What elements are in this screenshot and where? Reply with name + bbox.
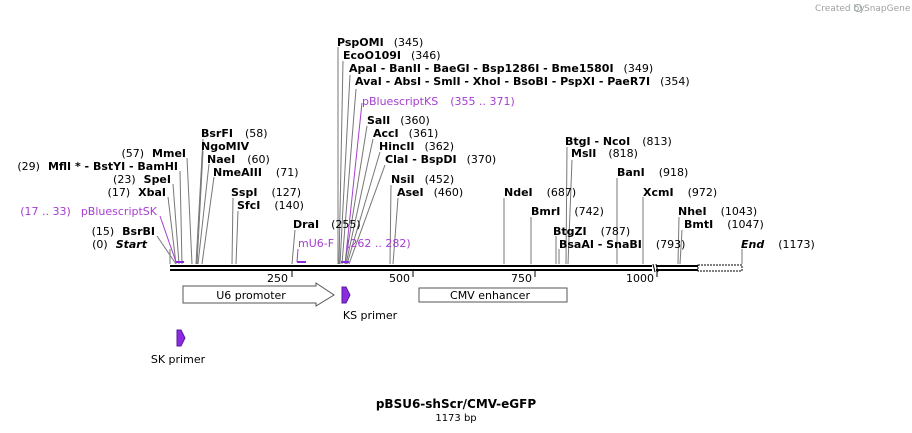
enzyme-label[interactable]: BmrI(742) xyxy=(531,205,604,218)
enzyme-label[interactable]: BmtI(1047) xyxy=(684,218,764,231)
feature-cmv-enhancer[interactable]: CMV enhancer xyxy=(418,287,568,303)
plasmid-size: 1173 bp xyxy=(435,413,476,424)
enzyme-label[interactable]: MslI(818) xyxy=(571,147,638,160)
enzyme-label[interactable]: NdeI(687) xyxy=(504,186,576,199)
feature-label: CMV enhancer xyxy=(450,289,530,302)
snapgene-logo-icon xyxy=(854,4,862,12)
enzyme-label[interactable]: (57)MmeI xyxy=(121,147,186,160)
enzyme-leader-lines xyxy=(156,47,743,265)
enzyme-label[interactable]: AvaI - AbsI - SmlI - XhoI - BsoBI - PspX… xyxy=(355,75,690,88)
enzyme-label[interactable]: DraI(255) xyxy=(293,218,361,231)
feature-u6-promoter[interactable]: U6 promoter xyxy=(182,282,335,307)
enzyme-label[interactable]: AccI(361) xyxy=(373,127,438,140)
enzyme-label[interactable]: NmeAIII(71) xyxy=(213,166,299,179)
enzyme-label[interactable]: SalI(360) xyxy=(367,114,430,127)
enzyme-label[interactable]: NaeI(60) xyxy=(207,153,270,166)
tick-label: 500 xyxy=(389,272,410,285)
enzyme-label[interactable]: (29)MflI * - BstYI - BamHI xyxy=(17,160,178,173)
enzyme-label[interactable]: (17)XbaI xyxy=(108,186,166,199)
end-label: End(1173) xyxy=(741,238,815,251)
primer-ks[interactable]: KS primer xyxy=(341,286,398,322)
enzyme-label[interactable]: BsrFI(58) xyxy=(201,127,268,140)
enzyme-label[interactable]: (23)SpeI xyxy=(113,173,171,186)
ks-primer-arrow-icon[interactable] xyxy=(341,286,351,304)
enzyme-label[interactable]: EcoO109I(346) xyxy=(343,49,441,62)
primer-annotation-label[interactable]: (17 .. 33)pBluescriptSK xyxy=(20,205,158,218)
enzyme-label[interactable]: BanI(918) xyxy=(617,166,688,179)
enzyme-label[interactable]: XcmI(972) xyxy=(643,186,717,199)
credit-prefix: Created by xyxy=(815,4,865,14)
enzyme-label[interactable]: AseI(460) xyxy=(397,186,463,199)
scale-ticks: 250 500 750 1000 xyxy=(267,271,658,285)
cmv-enhancer-box[interactable] xyxy=(418,287,568,303)
enzyme-label[interactable]: PspOMI(345) xyxy=(337,36,423,49)
primer-annotation-label[interactable]: mU6-F(262 .. 282) xyxy=(298,237,411,250)
enzyme-label[interactable]: NheI(1043) xyxy=(678,205,757,218)
u6-promoter-arrow[interactable] xyxy=(182,282,335,307)
tick-label: 750 xyxy=(511,272,532,285)
enzyme-label[interactable]: (15)BsrBI xyxy=(92,225,155,238)
tick-label: 250 xyxy=(267,272,288,285)
plasmid-name: pBSU6-shScr/CMV-eGFP xyxy=(376,397,537,411)
credit-brand: SnapGene xyxy=(864,4,911,14)
start-label: (0)Start xyxy=(92,238,148,251)
enzyme-label[interactable]: ApaI - BanII - BaeGI - Bsp1286I - Bme158… xyxy=(349,62,653,75)
enzyme-label[interactable]: SspI(127) xyxy=(231,186,301,199)
enzyme-label[interactable]: BsaAI - SnaBI(793) xyxy=(559,238,685,251)
sk-primer-arrow-icon[interactable] xyxy=(176,329,186,347)
snapgene-credit: Created by SnapGene xyxy=(815,4,911,14)
enzyme-label[interactable]: ClaI - BspDI(370) xyxy=(385,153,496,166)
primer-label: KS primer xyxy=(343,309,398,322)
enzyme-label[interactable]: HincII(362) xyxy=(379,140,454,153)
primer-annotation-label[interactable]: pBluescriptKS(355 .. 371) xyxy=(362,95,515,108)
enzyme-label[interactable]: NsiI(452) xyxy=(391,173,454,186)
enzyme-label[interactable]: BtgZI(787) xyxy=(553,225,630,238)
dna-backbone xyxy=(170,263,743,273)
tick-label: 1000 xyxy=(626,272,654,285)
feature-label: U6 promoter xyxy=(216,289,286,302)
enzyme-label[interactable]: NgoMIV xyxy=(201,140,250,153)
enzyme-label[interactable]: BtgI - NcoI(813) xyxy=(565,135,672,148)
enzyme-label[interactable]: SfcI(140) xyxy=(237,199,304,212)
primer-label: SK primer xyxy=(151,353,206,366)
primer-sk[interactable]: SK primer xyxy=(151,329,206,366)
